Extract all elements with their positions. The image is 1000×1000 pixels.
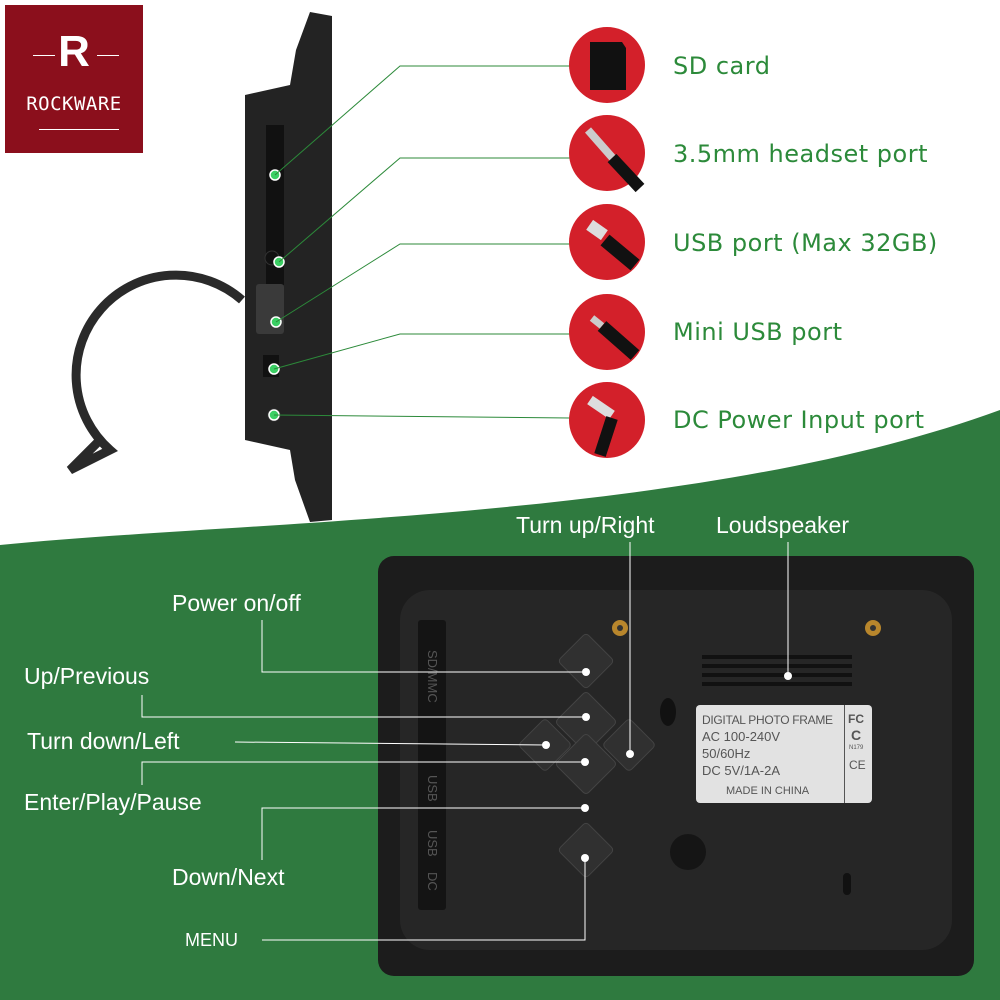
spec-sticker: DIGITAL PHOTO FRAME AC 100-240V 50/60Hz … (696, 705, 872, 803)
port-label-usb: USB port (Max 32GB) (673, 229, 938, 257)
port-label-mini-usb: Mini USB port (673, 318, 843, 346)
edge-label-usb-2: USB (425, 830, 440, 857)
port-label-sd-card: SD card (673, 52, 771, 80)
sticker-line-2: AC 100-240V (702, 729, 781, 744)
n179-mark: N179 (849, 745, 864, 751)
port-label-dc: DC Power Input port (673, 406, 925, 434)
mini-usb-plug-icon (569, 294, 645, 370)
label-power: Power on/off (172, 590, 301, 616)
brand-logo: R ROCKWARE (5, 5, 143, 153)
ce-mark: CE (849, 758, 866, 772)
frame-back-view (141, 542, 974, 976)
label-menu: MENU (185, 930, 238, 950)
edge-label-sdmmc: SD/MMC (425, 650, 440, 703)
port-icons (569, 27, 645, 458)
c-tick-mark: C (851, 727, 862, 743)
usb-plug-icon (569, 204, 645, 280)
sticker-line-1: DIGITAL PHOTO FRAME (702, 713, 833, 727)
edge-label-usb: USB (425, 775, 440, 802)
label-turn-down-left: Turn down/Left (27, 728, 180, 754)
fcc-mark: FC (848, 712, 864, 726)
sticker-line-3: 50/60Hz (702, 746, 751, 761)
sticker-line-5: MADE IN CHINA (726, 785, 810, 797)
edge-label-dc: DC (425, 872, 440, 891)
label-up-previous: Up/Previous (24, 663, 150, 689)
label-turn-up-right: Turn up/Right (516, 512, 655, 538)
frame-side-view (66, 12, 571, 522)
sticker-line-4: DC 5V/1A-2A (702, 763, 781, 778)
sticker-divider (844, 705, 845, 803)
dc-plug-icon (569, 382, 645, 458)
label-enter-play-pause: Enter/Play/Pause (24, 789, 202, 815)
label-loudspeaker: Loudspeaker (716, 512, 849, 538)
headphone-jack-icon (569, 115, 645, 193)
label-down-next: Down/Next (172, 864, 285, 890)
port-label-headset: 3.5mm headset port (673, 140, 928, 168)
sd-card-icon (569, 27, 645, 103)
